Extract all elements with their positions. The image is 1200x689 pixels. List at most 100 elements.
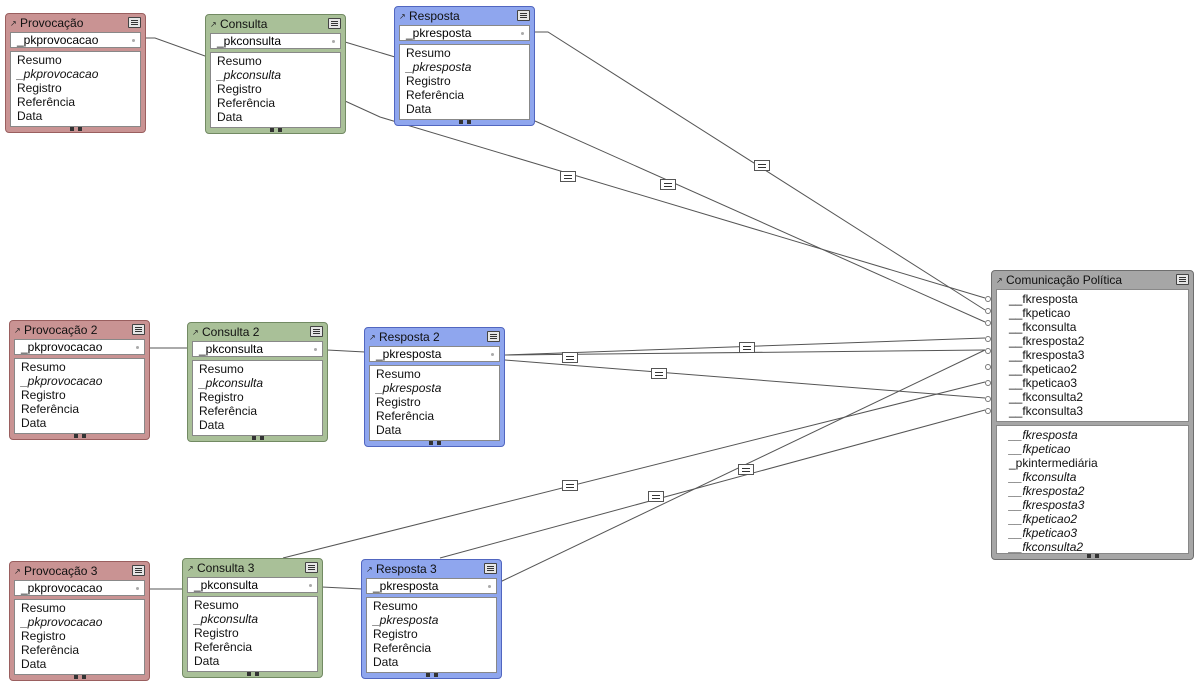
field[interactable]: _pkresposta bbox=[406, 60, 472, 74]
table-resposta-2[interactable]: ↗Resposta 2 _pkresposta Resumo _pkrespos… bbox=[364, 327, 505, 447]
field[interactable]: Resumo bbox=[217, 54, 262, 68]
key-field[interactable]: _pkconsulta bbox=[187, 577, 318, 593]
resize-grip-icon[interactable] bbox=[73, 675, 87, 679]
equals-relation-icon[interactable] bbox=[560, 171, 576, 182]
resize-grip-icon[interactable] bbox=[425, 673, 439, 677]
table-consulta-3[interactable]: ↗Consulta 3 _pkconsulta Resumo _pkconsul… bbox=[182, 558, 323, 678]
field[interactable]: Referência bbox=[21, 402, 80, 416]
field[interactable]: _pkprovocacao bbox=[17, 67, 99, 81]
equals-relation-icon[interactable] bbox=[754, 160, 770, 171]
field[interactable]: Data bbox=[373, 655, 399, 669]
field[interactable]: Data bbox=[199, 418, 225, 432]
key-field[interactable]: _pkprovocacao bbox=[14, 339, 145, 355]
field[interactable]: Registro bbox=[21, 629, 66, 643]
field[interactable]: Data bbox=[17, 109, 43, 123]
equals-relation-icon[interactable] bbox=[738, 464, 754, 475]
field[interactable]: Data bbox=[217, 110, 243, 124]
equals-relation-icon[interactable] bbox=[651, 368, 667, 379]
resize-grip-icon[interactable] bbox=[1086, 554, 1100, 558]
equals-relation-icon[interactable] bbox=[562, 480, 578, 491]
table-provocacao-2[interactable]: ↗Provocação 2 _pkprovocacao Resumo _pkpr… bbox=[9, 320, 150, 440]
field[interactable]: __fkresposta2 bbox=[1009, 484, 1085, 498]
equals-relation-icon[interactable] bbox=[660, 179, 676, 190]
field[interactable]: Referência bbox=[376, 409, 435, 423]
field[interactable]: Resumo bbox=[406, 46, 451, 60]
field[interactable]: Data bbox=[21, 657, 47, 671]
table-resposta-3[interactable]: ↗Resposta 3 _pkresposta Resumo _pkrespos… bbox=[361, 559, 502, 679]
field[interactable]: __fkpeticao bbox=[1009, 442, 1071, 456]
field[interactable]: Registro bbox=[199, 390, 244, 404]
field[interactable]: Registro bbox=[194, 626, 239, 640]
key-field[interactable]: _pkresposta bbox=[369, 346, 500, 362]
field[interactable]: Referência bbox=[194, 640, 253, 654]
field[interactable]: __fkconsulta2 bbox=[1009, 540, 1084, 554]
resize-grip-icon[interactable] bbox=[269, 128, 283, 132]
field[interactable]: __fkresposta bbox=[1009, 428, 1078, 442]
resize-grip-icon[interactable] bbox=[73, 434, 87, 438]
field[interactable]: _pkintermediária bbox=[1009, 456, 1098, 470]
table-consulta-2[interactable]: ↗Consulta 2 _pkconsulta Resumo _pkconsul… bbox=[187, 322, 328, 442]
equals-relation-icon[interactable] bbox=[562, 352, 578, 363]
key-field[interactable]: _pkconsulta bbox=[210, 33, 341, 49]
field[interactable]: _pkprovocacao bbox=[21, 615, 103, 629]
field[interactable]: _pkresposta bbox=[376, 381, 442, 395]
menu-icon[interactable] bbox=[487, 331, 500, 342]
table-resposta[interactable]: ↗Resposta _pkresposta Resumo _pkresposta… bbox=[394, 6, 535, 126]
field[interactable]: Resumo bbox=[21, 601, 66, 615]
field[interactable]: Resumo bbox=[373, 599, 418, 613]
field[interactable]: Resumo bbox=[199, 362, 244, 376]
field[interactable]: Resumo bbox=[376, 367, 421, 381]
key-field[interactable]: __fkpeticao2 bbox=[1009, 362, 1078, 376]
field[interactable]: Resumo bbox=[21, 360, 66, 374]
key-field[interactable]: __fkpeticao3 bbox=[1009, 376, 1078, 390]
field[interactable]: __fkresposta3 bbox=[1009, 498, 1085, 512]
menu-icon[interactable] bbox=[132, 324, 145, 335]
key-field[interactable]: __fkconsulta bbox=[1009, 320, 1077, 334]
field[interactable]: Referência bbox=[17, 95, 76, 109]
menu-icon[interactable] bbox=[310, 326, 323, 337]
table-comunicacao-politica[interactable]: ↗Comunicação Política __fkresposta __fkp… bbox=[991, 270, 1194, 560]
field[interactable]: Referência bbox=[217, 96, 276, 110]
field[interactable]: Referência bbox=[373, 641, 432, 655]
equals-relation-icon[interactable] bbox=[739, 342, 755, 353]
menu-icon[interactable] bbox=[305, 562, 318, 573]
menu-icon[interactable] bbox=[1176, 274, 1189, 285]
table-provocacao[interactable]: ↗Provocação _pkprovocacao Resumo _pkprov… bbox=[5, 13, 146, 133]
field[interactable]: Registro bbox=[17, 81, 62, 95]
field[interactable]: Referência bbox=[199, 404, 258, 418]
menu-icon[interactable] bbox=[132, 565, 145, 576]
field[interactable]: Data bbox=[194, 654, 220, 668]
table-provocacao-3[interactable]: ↗Provocação 3 _pkprovocacao Resumo _pkpr… bbox=[9, 561, 150, 681]
menu-icon[interactable] bbox=[484, 563, 497, 574]
resize-grip-icon[interactable] bbox=[251, 436, 265, 440]
key-field[interactable]: __fkconsulta3 bbox=[1009, 404, 1084, 418]
field[interactable]: _pkresposta bbox=[373, 613, 439, 627]
key-field[interactable]: _pkprovocacao bbox=[14, 580, 145, 596]
key-field[interactable]: __fkpeticao bbox=[1009, 306, 1071, 320]
key-field[interactable]: __fkresposta bbox=[1009, 292, 1078, 306]
field[interactable]: Data bbox=[376, 423, 402, 437]
field[interactable]: _pkconsulta bbox=[199, 376, 264, 390]
menu-icon[interactable] bbox=[517, 10, 530, 21]
resize-grip-icon[interactable] bbox=[246, 672, 260, 676]
field[interactable]: _pkprovocacao bbox=[21, 374, 103, 388]
menu-icon[interactable] bbox=[328, 18, 341, 29]
key-field[interactable]: __fkconsulta2 bbox=[1009, 390, 1084, 404]
field[interactable]: Resumo bbox=[194, 598, 239, 612]
field[interactable]: Registro bbox=[406, 74, 451, 88]
field[interactable]: Registro bbox=[373, 627, 418, 641]
field[interactable]: Data bbox=[21, 416, 47, 430]
field[interactable]: Data bbox=[406, 102, 432, 116]
menu-icon[interactable] bbox=[128, 17, 141, 28]
key-field[interactable]: __fkresposta3 bbox=[1009, 348, 1085, 362]
field[interactable]: __fkpeticao3 bbox=[1009, 526, 1078, 540]
table-consulta[interactable]: ↗Consulta _pkconsulta Resumo _pkconsulta… bbox=[205, 14, 346, 134]
key-field[interactable]: _pkprovocacao bbox=[10, 32, 141, 48]
field[interactable]: Registro bbox=[376, 395, 421, 409]
field[interactable]: Referência bbox=[406, 88, 465, 102]
resize-grip-icon[interactable] bbox=[458, 120, 472, 124]
field[interactable]: __fkpeticao2 bbox=[1009, 512, 1078, 526]
field[interactable]: Resumo bbox=[17, 53, 62, 67]
key-field[interactable]: __fkresposta2 bbox=[1009, 334, 1085, 348]
key-field[interactable]: _pkresposta bbox=[399, 25, 530, 41]
